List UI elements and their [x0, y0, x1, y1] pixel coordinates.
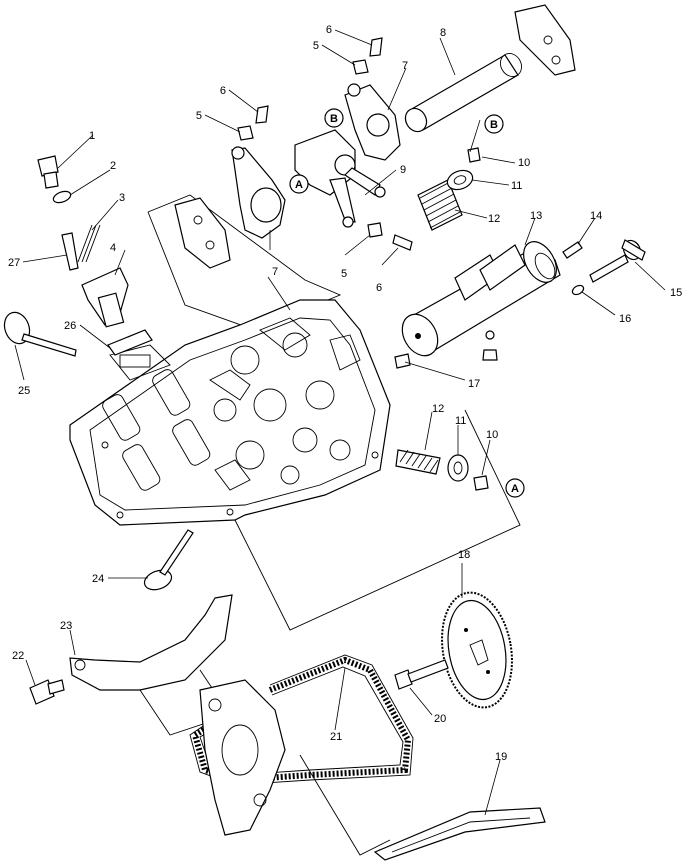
callout-22: 22 — [12, 650, 24, 662]
intake-valve — [143, 529, 194, 591]
locknut-left — [237, 125, 254, 141]
rocker-arm-upper — [344, 83, 401, 161]
camshaft — [401, 241, 561, 361]
callout-12-bottom: 12 — [432, 403, 444, 415]
ref-b-top: B — [324, 108, 344, 128]
tensioner-cap-bolt — [37, 155, 59, 189]
callout-25: 25 — [18, 385, 30, 397]
svg-text:B: B — [330, 113, 338, 125]
tensioner-body — [81, 267, 129, 328]
adjuster-screw-top — [369, 37, 383, 57]
callout-2: 2 — [110, 160, 116, 172]
crankcase-section — [199, 679, 286, 836]
sprocket-bolt — [394, 659, 449, 690]
tensioner-bolt — [61, 232, 79, 271]
cam-washer — [571, 284, 585, 296]
cam-sprocket — [441, 591, 513, 709]
callout-9: 9 — [400, 164, 406, 176]
callout-6-center: 6 — [376, 282, 382, 294]
callout-13: 13 — [530, 210, 542, 222]
callout-11-top: 11 — [511, 180, 522, 192]
callout-4: 4 — [110, 242, 116, 254]
cylinder-head — [69, 299, 391, 526]
callout-14: 14 — [590, 210, 602, 222]
svg-text:B: B — [490, 119, 498, 131]
rocker-arm-left — [231, 146, 286, 239]
tensioner-spring — [77, 224, 101, 263]
callout-11-bottom: 11 — [455, 415, 466, 427]
callout-7-top: 7 — [402, 60, 408, 72]
chain-guide-rear — [69, 594, 233, 691]
callout-10-bottom: 10 — [486, 429, 498, 441]
callout-3: 3 — [119, 192, 125, 204]
callout-5-top: 5 — [313, 40, 319, 52]
locknut-top — [352, 59, 369, 75]
callout-23: 23 — [60, 620, 72, 632]
ref-a-top: A — [289, 174, 309, 194]
cam-pin — [562, 241, 583, 259]
callout-26: 26 — [64, 320, 76, 332]
callout-6-left: 6 — [220, 85, 226, 97]
callout-24: 24 — [92, 573, 104, 585]
cam-dowel — [394, 353, 411, 369]
locknut-center — [367, 222, 383, 238]
callout-12-top: 12 — [488, 213, 500, 225]
svg-text:A: A — [295, 179, 303, 191]
ref-a-bottom: A — [505, 478, 525, 498]
valve-spring-lower — [395, 449, 441, 475]
ref-b-right: B — [484, 114, 504, 134]
keepers-upper — [467, 147, 481, 163]
callout-27: 27 — [8, 257, 20, 269]
svg-text:A: A — [511, 483, 519, 495]
retainer-lower — [447, 454, 469, 482]
group-boundaries — [139, 194, 521, 856]
cam-chain-guide-bolt — [589, 239, 646, 283]
callout-5-center: 5 — [341, 268, 347, 280]
callout-15: 15 — [670, 287, 682, 299]
callout-7-center: 7 — [272, 266, 278, 278]
callout-labels: 6 5 8 7 6 5 9 10 11 12 13 14 15 16 17 6 … — [8, 24, 682, 763]
callout-10-top: 10 — [518, 157, 530, 169]
callout-18: 18 — [458, 549, 470, 561]
retainer-upper — [446, 169, 474, 191]
adjuster-screw-center — [392, 234, 413, 251]
exhaust-valve — [3, 311, 77, 357]
cam-bracket — [514, 4, 576, 76]
callout-17: 17 — [468, 378, 480, 390]
rocker-arm-middle — [294, 129, 386, 228]
adjuster-screw-left — [255, 105, 269, 124]
callout-5-left: 5 — [196, 110, 202, 122]
callout-6-top: 6 — [326, 24, 332, 36]
rocker-shaft — [404, 53, 522, 133]
callout-20: 20 — [434, 713, 446, 725]
callout-8: 8 — [440, 27, 446, 39]
keepers-lower — [473, 475, 489, 491]
tensioner-washer — [52, 190, 72, 204]
callout-19: 19 — [495, 751, 507, 763]
callout-16: 16 — [619, 313, 631, 325]
tensioner-gasket — [107, 329, 153, 356]
gasket-left — [174, 197, 231, 269]
callout-21: 21 — [330, 731, 342, 743]
valve-spring-upper — [417, 179, 463, 231]
leader-lines — [14, 29, 666, 816]
guide-bolt — [29, 679, 65, 705]
callout-1: 1 — [89, 130, 95, 142]
chain-guide-front — [373, 807, 546, 861]
